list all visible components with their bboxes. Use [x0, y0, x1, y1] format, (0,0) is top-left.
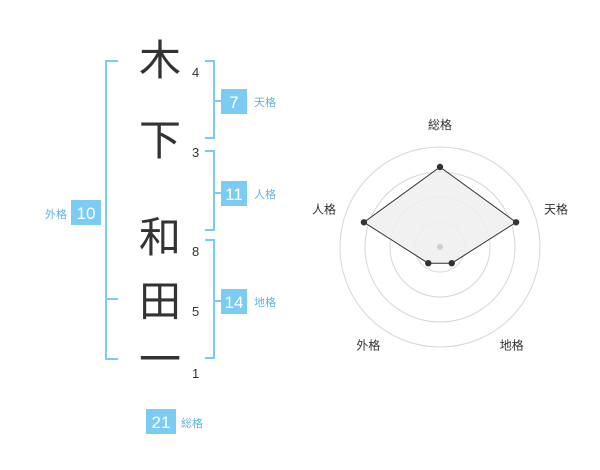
tenkaku-bracket	[205, 60, 215, 139]
jinkaku-label: 人格	[254, 187, 276, 201]
char-4: 田	[139, 277, 181, 326]
radar-axis-label-2: 天格	[544, 201, 568, 216]
radar-point-1	[436, 163, 444, 171]
tenkaku-badge: 7 天格	[221, 89, 276, 114]
radar-point-2	[512, 219, 520, 226]
radar-axis-label-5: 人格	[312, 201, 336, 216]
stroke-count-4: 5	[192, 304, 199, 319]
char-3: 和	[139, 213, 181, 262]
stroke-count-3: 8	[192, 244, 199, 259]
char-2: 下	[139, 116, 181, 165]
jinkaku-bracket	[205, 150, 215, 231]
radar-axis-label-1: 総格	[428, 117, 452, 132]
radar-axis-label-4: 外格	[356, 338, 380, 353]
radar-area	[363, 166, 517, 264]
tenkaku-label: 天格	[254, 95, 276, 109]
stroke-count-1: 4	[192, 65, 199, 80]
radar-point-5	[360, 219, 368, 226]
chikaku-bracket	[205, 239, 215, 359]
gaikaku-badge: 外格 10	[45, 200, 101, 225]
soukaku-value: 21	[152, 413, 171, 432]
stroke-count-2: 3	[192, 145, 199, 160]
char-5: 一	[139, 335, 181, 384]
radar-center-dot	[437, 244, 443, 250]
radar-point-4	[425, 259, 432, 267]
gaikaku-bracket	[105, 60, 118, 360]
chikaku-value: 14	[225, 293, 244, 312]
chikaku-label: 地格	[254, 295, 276, 309]
soukaku-badge: 21 総格	[146, 409, 203, 434]
gaikaku-value: 10	[77, 204, 96, 223]
gaikaku-label: 外格	[45, 207, 67, 221]
tenkaku-value: 7	[229, 93, 238, 112]
soukaku-label: 総格	[181, 416, 203, 430]
jinkaku-value: 11	[225, 185, 243, 204]
radar-axis-label-3: 地格	[500, 338, 524, 353]
stroke-count-5: 1	[192, 366, 199, 381]
chikaku-badge: 14 地格	[221, 289, 276, 314]
char-1: 木	[139, 36, 181, 85]
radar-ring-4	[339, 146, 541, 348]
radar-point-3	[448, 259, 455, 267]
jinkaku-badge: 11 人格	[221, 181, 276, 206]
